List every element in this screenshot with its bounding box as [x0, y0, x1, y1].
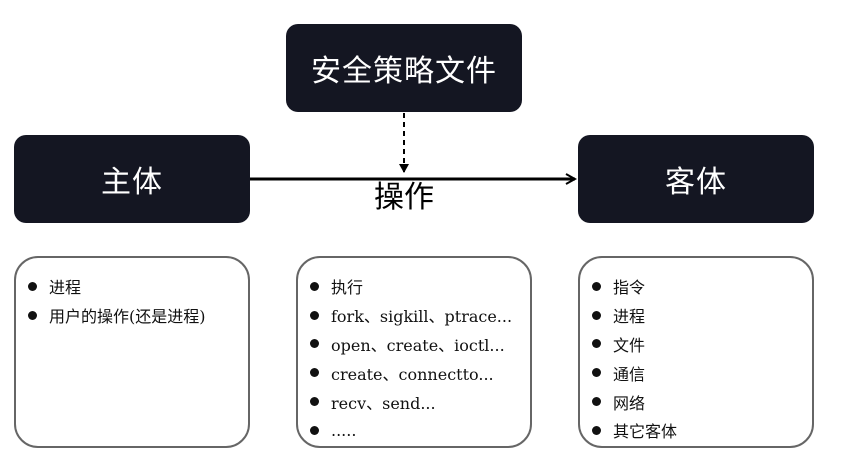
- policy-file-node: 安全策略文件: [286, 24, 522, 112]
- list-item: 进程: [28, 272, 248, 301]
- list-item: recv、send...: [310, 387, 530, 416]
- bullet-icon: [310, 281, 319, 291]
- subject-label: 主体: [101, 165, 163, 200]
- bullet-icon: [592, 339, 601, 349]
- bullet-icon: [310, 368, 319, 378]
- list-item: 其它客体: [592, 416, 812, 445]
- bullet-icon: [310, 397, 319, 407]
- bullet-icon: [28, 310, 37, 320]
- bullet-icon: [310, 339, 319, 349]
- list-item: 指令: [592, 272, 812, 301]
- list-item: 进程: [592, 301, 812, 330]
- object-list: 指令 进程 文件 通信 网络 其它客体: [592, 272, 812, 445]
- subject-node: 主体: [14, 135, 250, 223]
- bullet-icon: [592, 425, 601, 435]
- bullet-icon: [310, 310, 319, 320]
- list-item: 通信: [592, 358, 812, 387]
- policy-file-label: 安全策略文件: [311, 54, 497, 89]
- list-item: fork、sigkill、ptrace...: [310, 301, 530, 330]
- bullet-icon: [310, 425, 319, 435]
- list-item: 用户的操作(还是进程): [28, 301, 248, 330]
- object-panel: 指令 进程 文件 通信 网络 其它客体: [578, 256, 814, 448]
- bullet-icon: [592, 281, 601, 291]
- list-item: .....: [310, 416, 530, 445]
- operation-panel: 执行 fork、sigkill、ptrace... open、create、io…: [296, 256, 532, 448]
- bullet-icon: [592, 310, 601, 320]
- operation-list: 执行 fork、sigkill、ptrace... open、create、io…: [310, 272, 530, 445]
- operation-edge-label: 操作: [374, 180, 434, 215]
- subject-list: 进程 用户的操作(还是进程): [28, 272, 248, 330]
- bullet-icon: [592, 368, 601, 378]
- object-node: 客体: [578, 135, 814, 223]
- bullet-icon: [592, 397, 601, 407]
- object-label: 客体: [665, 165, 727, 200]
- list-item: 文件: [592, 330, 812, 359]
- subject-panel: 进程 用户的操作(还是进程): [14, 256, 250, 448]
- list-item: 网络: [592, 387, 812, 416]
- list-item: create、connectto...: [310, 358, 530, 387]
- list-item: open、create、ioctl...: [310, 330, 530, 359]
- bullet-icon: [28, 281, 37, 291]
- list-item: 执行: [310, 272, 530, 301]
